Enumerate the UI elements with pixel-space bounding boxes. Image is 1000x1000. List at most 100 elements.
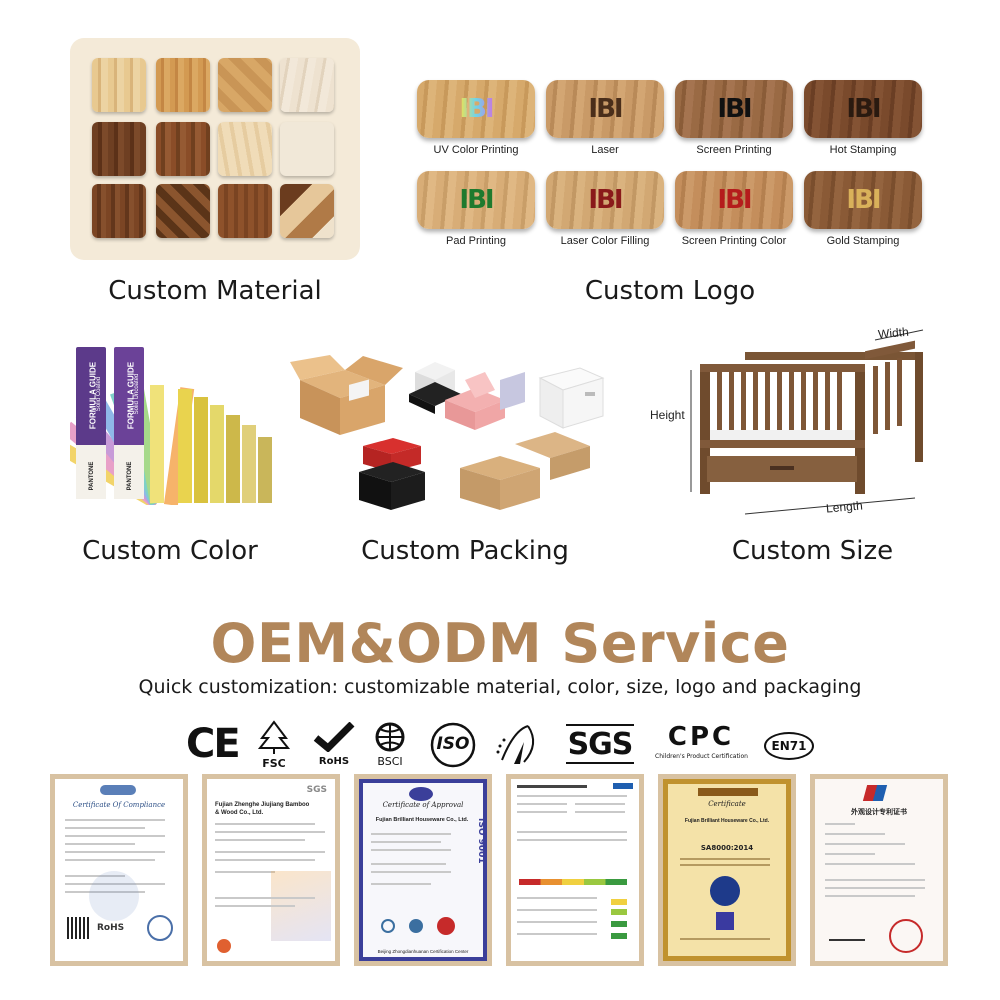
- certificate-paper: Certificate of Approval Fujian Brilliant…: [359, 779, 487, 961]
- logo-mark: IBI: [717, 185, 752, 215]
- pantone-brand: PANTONE: [127, 461, 133, 491]
- logo-tile-screen-printing-color: IBI: [675, 171, 793, 229]
- book-subtitle: Solid Coated: [96, 376, 102, 412]
- kraft-carton: [290, 355, 403, 435]
- cert-title: Certificate Of Compliance: [72, 801, 166, 809]
- caption-gold-stamping: Gold Stamping: [826, 235, 900, 247]
- cpc-sublabel: Children's Product Certification: [655, 753, 748, 760]
- certificate-paper: Certificate Of Compliance RoHS: [55, 779, 183, 961]
- iso-globe-icon: [430, 722, 476, 768]
- ce-mark-icon: CE: [186, 721, 241, 767]
- page-title: OEM&ODM Service: [210, 612, 790, 675]
- certificate-rohs: Certificate Of Compliance RoHS: [50, 774, 188, 966]
- cert-standard: SA8000:2014: [700, 844, 754, 852]
- sgs-mark-icon: SGS: [566, 724, 634, 764]
- logo-tile-pad-printing: IBI: [417, 171, 535, 229]
- logo-mark: IBI: [459, 185, 494, 215]
- rohs-label: RoHS: [318, 756, 350, 767]
- logo-tile-gold-stamping: IBI: [804, 171, 922, 229]
- tree-check-icon: [257, 720, 291, 754]
- wood-swatch-cream: [280, 122, 334, 176]
- material-panel: [70, 38, 360, 260]
- caption-laser-color-filling: Laser Color Filling: [560, 235, 650, 247]
- wood-swatch-endgrain: [156, 184, 210, 238]
- pink-box: [445, 372, 525, 430]
- logo-tile-laser: IBI: [546, 80, 664, 138]
- crib: [700, 340, 923, 494]
- cps-symbol-icon: [494, 720, 544, 768]
- kraft-gift-box: [460, 432, 590, 510]
- sgs-label: SGS: [567, 727, 634, 762]
- caption-uv-color-printing: UV Color Printing: [433, 144, 519, 156]
- logo-tile-hot-stamping: IBI: [804, 80, 922, 138]
- logo-mark: IBI: [717, 94, 752, 124]
- caption-screen-printing-color: Screen Printing Color: [681, 235, 787, 247]
- certificate-design-patent: 外观设计专利证书: [810, 774, 948, 966]
- arrow-arc-icon: [496, 725, 535, 764]
- logo-tile-screen-printing: IBI: [675, 80, 793, 138]
- certificate-paper: SGS Fujian Zhenghe Jiujiang Bamboo & Woo…: [207, 779, 335, 961]
- certificate-sgs: SGS Fujian Zhenghe Jiujiang Bamboo & Woo…: [202, 774, 340, 966]
- logo-mark: IBI: [846, 94, 881, 124]
- globe-icon: [375, 722, 405, 752]
- cpc-mark-icon: CPC Children's Product Certification: [655, 722, 748, 766]
- pantone-book-coated: FORMULA GUIDE Solid Coated PANTONE: [76, 347, 106, 499]
- en71-label: EN71: [771, 739, 807, 753]
- white-storage-box: [538, 367, 605, 429]
- cert-title: Certificate of Approval: [382, 801, 464, 809]
- rohs-icon: RoHS: [312, 721, 356, 768]
- cpc-label: CPC: [667, 722, 735, 752]
- wood-swatch-walnut-dark: [92, 122, 146, 176]
- en71-mark-icon: EN71: [764, 732, 814, 760]
- wood-swatch-walnut-medium: [156, 122, 210, 176]
- certificate-audit-report: [506, 774, 644, 966]
- certificate-iso9001: Certificate of Approval Fujian Brilliant…: [354, 774, 492, 966]
- wood-swatch-parquet-light: [218, 58, 272, 112]
- caption-pad-printing: Pad Printing: [446, 235, 506, 247]
- page-subtitle: Quick customization: customizable materi…: [138, 676, 862, 698]
- custom-logo-label: Custom Logo: [584, 276, 756, 306]
- red-black-gift-box: [359, 438, 425, 510]
- fsc-tree-icon: FSC: [252, 720, 296, 770]
- iso-icon: ISO: [428, 722, 478, 768]
- dim-height-label: Height: [650, 408, 685, 422]
- rohs-text: RoHS: [97, 923, 125, 933]
- cert-title: Certificate: [708, 800, 746, 808]
- certificate-paper: [511, 779, 639, 961]
- fsc-label: FSC: [262, 757, 286, 770]
- logo-mark: IBI: [459, 94, 494, 124]
- crib-dimension-graphic: [690, 329, 924, 515]
- certificate-sa8000: Certificate Fujian Brilliant Houseware C…: [658, 774, 796, 966]
- dim-width-label: Width: [877, 324, 910, 342]
- wood-swatch-bamboo-medium: [156, 58, 210, 112]
- caption-screen-printing: Screen Printing: [696, 144, 772, 156]
- cert-company: Fujian Brilliant Houseware Co., Ltd.: [684, 818, 770, 824]
- check-mark-icon: [313, 721, 355, 753]
- certificate-paper: 外观设计专利证书: [815, 779, 943, 961]
- packing-boxes-graphic: [290, 355, 605, 510]
- wood-swatch-mixed-pieces: [280, 184, 334, 238]
- caption-hot-stamping: Hot Stamping: [829, 144, 897, 156]
- book-subtitle: Solid Uncoated: [134, 373, 140, 415]
- custom-material-label: Custom Material: [108, 276, 322, 306]
- bsci-icon: BSCI: [368, 722, 412, 768]
- bsci-label: BSCI: [377, 755, 403, 768]
- logo-mark: IBI: [846, 185, 881, 215]
- cert-title: 外观设计专利证书: [851, 808, 907, 816]
- sgs-cert-mark: SGS: [306, 785, 327, 795]
- iso-label: ISO: [436, 734, 470, 754]
- pantone-brand: PANTONE: [89, 461, 95, 491]
- logo-tile-uv-color-printing: IBI: [417, 80, 535, 138]
- pantone-book-uncoated: FORMULA GUIDE Solid Uncoated PANTONE: [114, 347, 144, 499]
- wood-swatch-maple-light: [218, 122, 272, 176]
- logo-mark: IBI: [588, 185, 623, 215]
- wood-swatch-bamboo-light: [92, 58, 146, 112]
- caption-laser: Laser: [591, 144, 619, 156]
- certificate-paper: Certificate Fujian Brilliant Houseware C…: [663, 779, 791, 961]
- custom-size-label: Custom Size: [731, 536, 894, 566]
- cert-company: Fujian Zhenghe Jiujiang Bamboo & Wood Co…: [215, 802, 310, 816]
- cert-footer: Beijing Zhongdianhuanan Certification Ce…: [377, 949, 469, 954]
- wood-swatch-walnut-striped: [92, 184, 146, 238]
- iso-side-label: ISO 9001: [476, 818, 486, 864]
- cert-company: Fujian Brilliant Houseware Co., Ltd.: [375, 817, 469, 823]
